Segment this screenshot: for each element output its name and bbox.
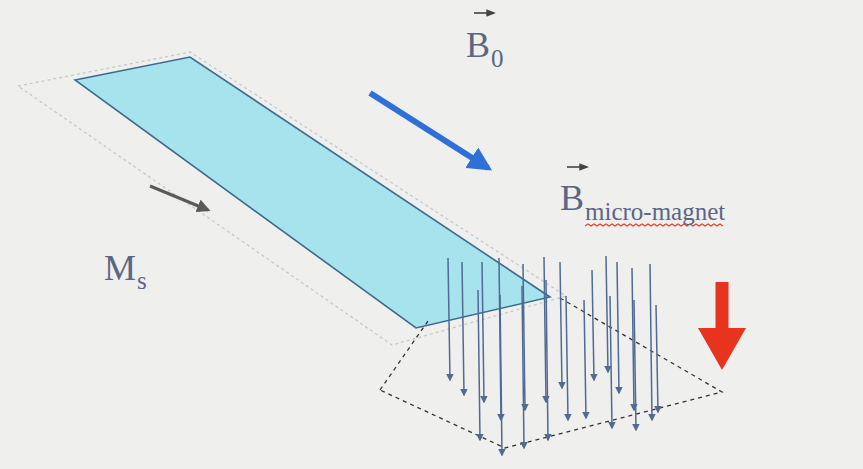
field-arrow [544, 257, 546, 402]
ms-arrow [150, 186, 208, 210]
field-arrow [560, 262, 562, 388]
field-arrow [632, 268, 634, 410]
micro-magnet-bar [75, 57, 550, 328]
field-arrow [522, 286, 524, 448]
field-subscript: 0 [491, 46, 504, 71]
field-arrow [566, 296, 568, 420]
field-arrow [617, 262, 619, 393]
field-symbol: B [466, 27, 490, 63]
b0-arrow [370, 93, 488, 168]
field-arrow [546, 280, 548, 440]
red-arrow-shaft [716, 282, 729, 330]
spell-underline [585, 224, 723, 226]
field-arrows [448, 256, 658, 455]
field-arrow [634, 300, 636, 430]
field-arrow [650, 264, 652, 420]
field-arrow [610, 296, 612, 428]
field-subscript: micro-magnet [585, 199, 725, 224]
vector-mark [474, 12, 494, 14]
field-arrow [478, 290, 480, 440]
field-arrow [584, 300, 586, 418]
red-arrow-head [698, 328, 746, 370]
vector-mark [567, 166, 587, 168]
field-region [380, 298, 722, 448]
field-arrow [592, 270, 594, 380]
field-arrow [462, 262, 464, 395]
outer-outline [18, 52, 566, 345]
field-symbol: B [560, 180, 584, 216]
field-arrow [448, 258, 450, 380]
field-arrow [482, 262, 484, 402]
field-arrow [500, 295, 502, 455]
magnetization-subscript: s [137, 268, 147, 293]
field-arrow [606, 256, 608, 372]
magnetization-symbol: M [104, 250, 136, 286]
field-arrow [656, 305, 658, 412]
